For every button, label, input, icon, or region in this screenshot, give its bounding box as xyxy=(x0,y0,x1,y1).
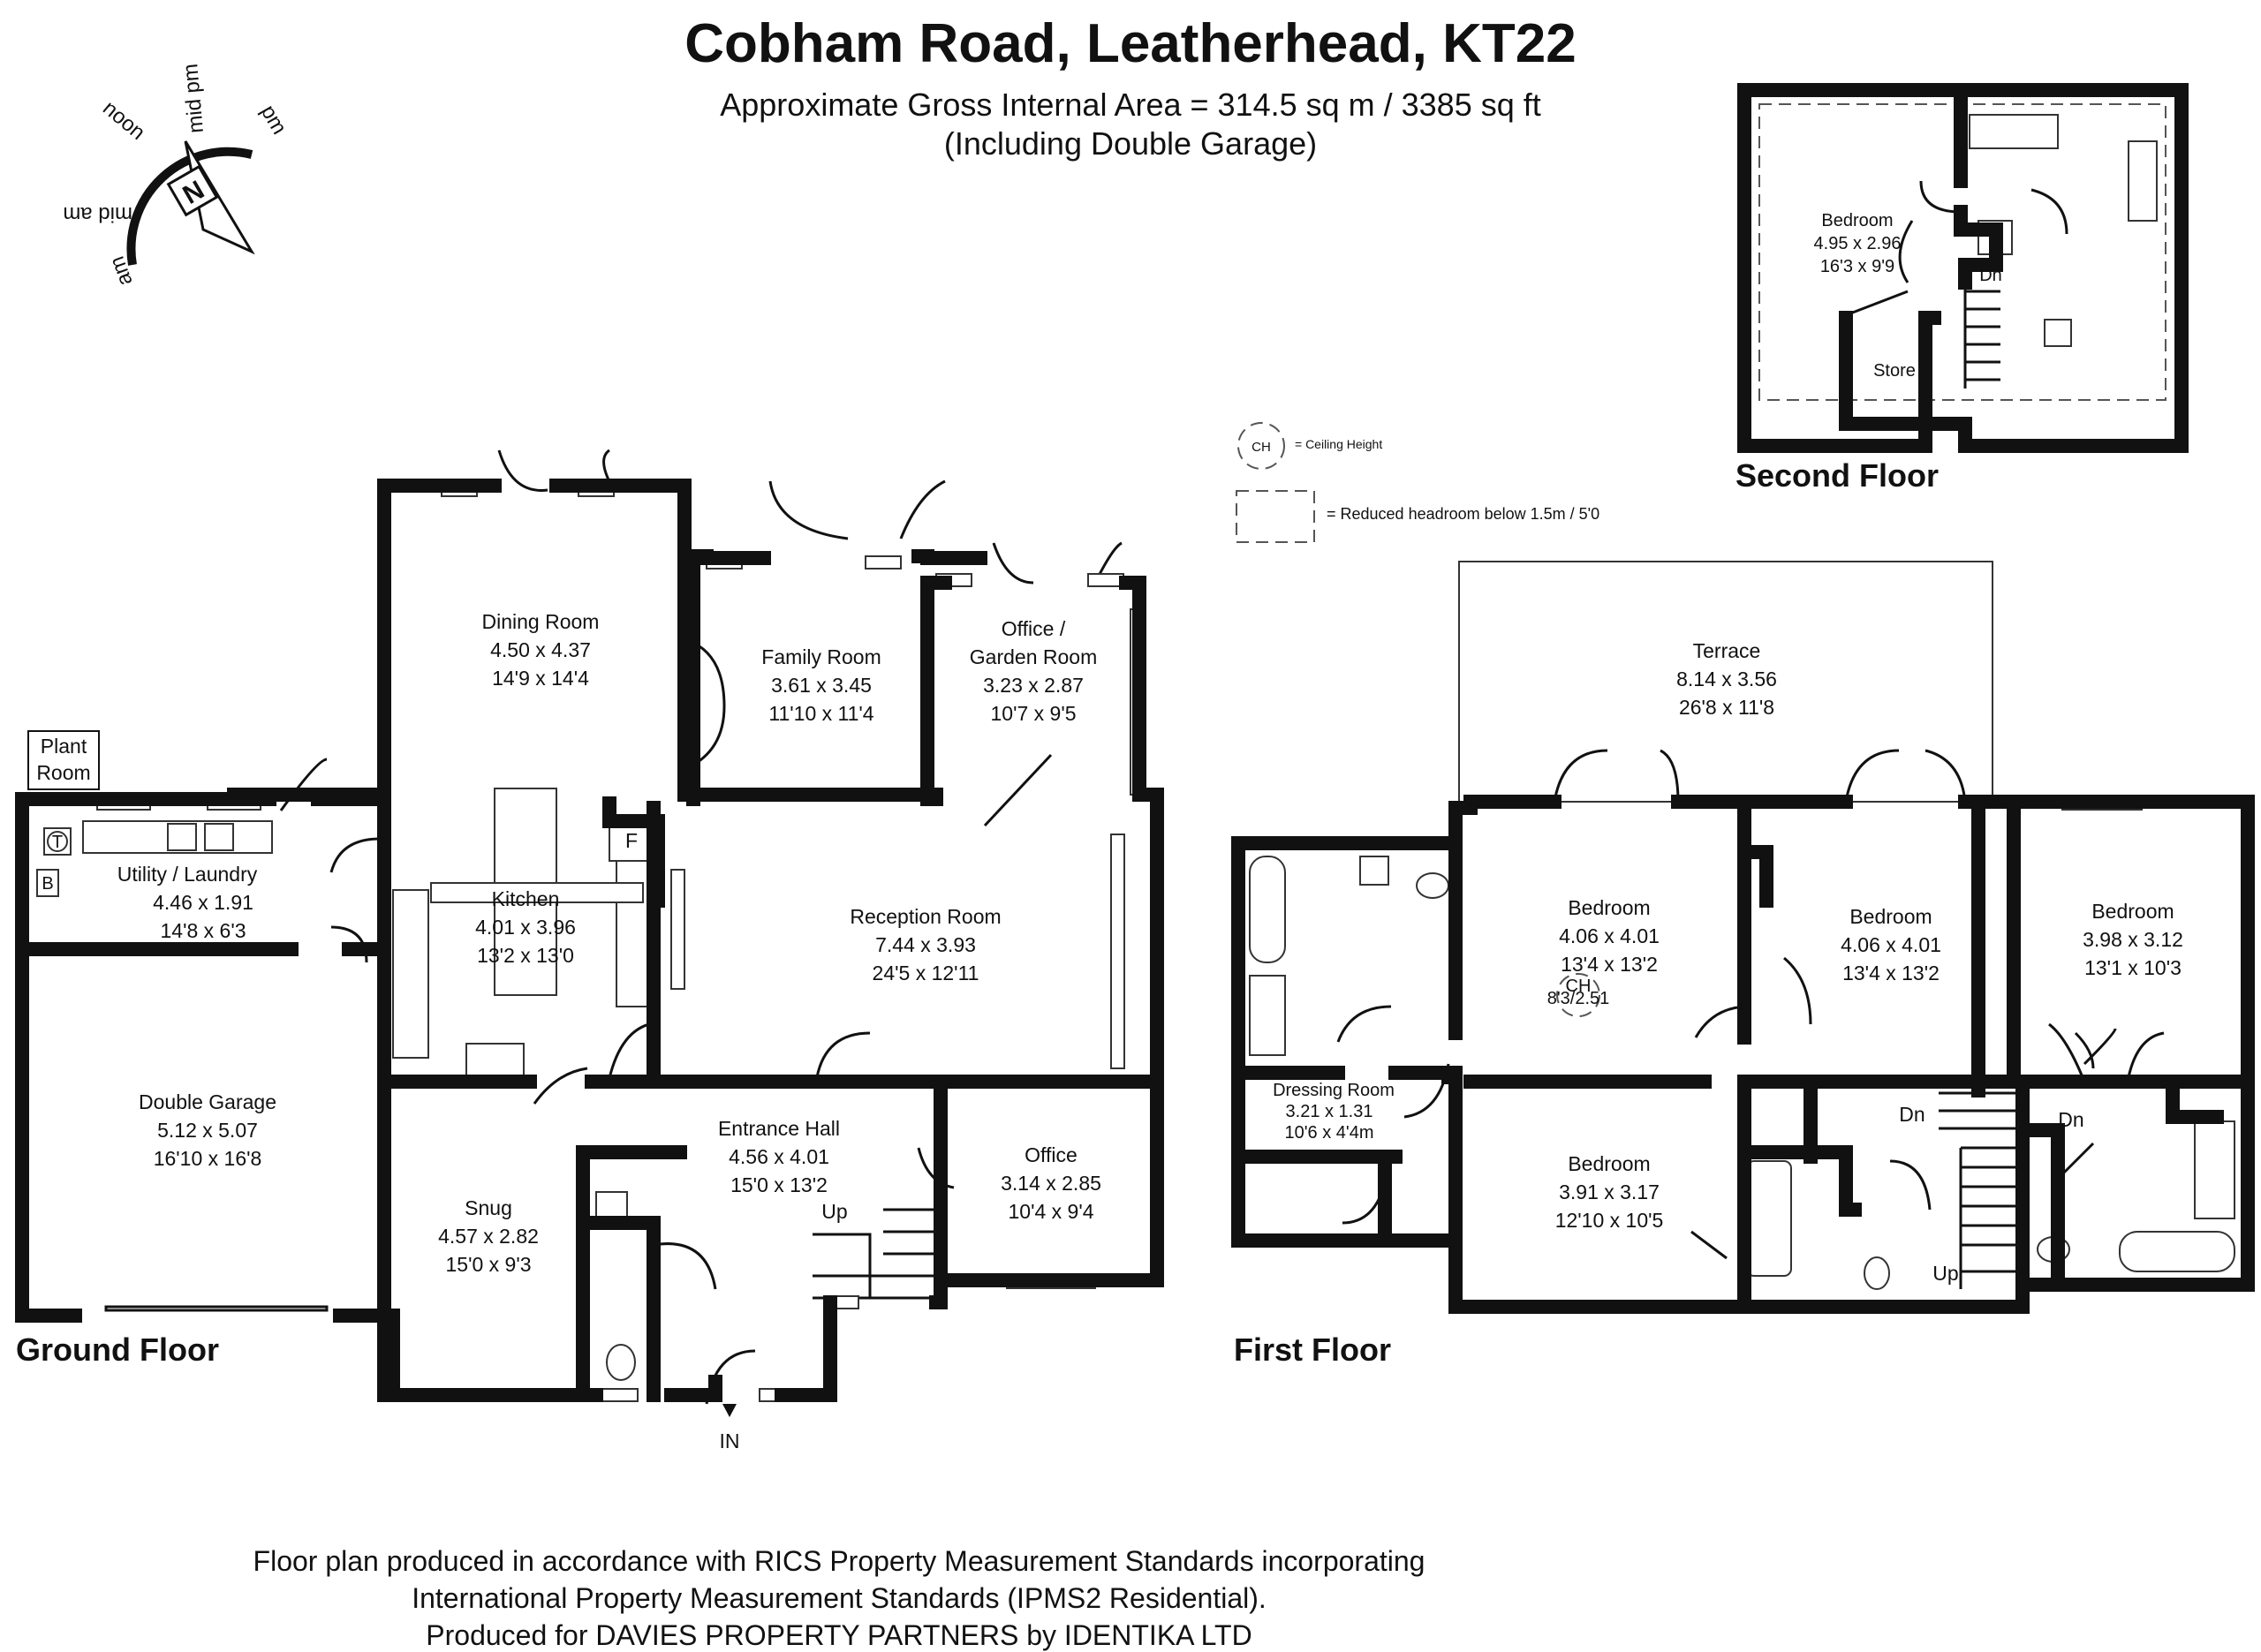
ground-room-labels: Dining Room 4.50 x 4.37 14'9 x 14'4 Fami… xyxy=(27,610,1101,1452)
room-name-dining: Dining Room xyxy=(482,610,600,633)
room-name-bedroom-3: Bedroom xyxy=(2091,900,2174,923)
room-name-utility: Utility / Laundry xyxy=(117,863,258,886)
tank-label: T xyxy=(52,833,63,852)
room-metric-office: 3.14 x 2.85 xyxy=(1001,1172,1101,1195)
room-metric-bedroom-4: 3.91 x 3.17 xyxy=(1559,1181,1660,1203)
room-metric-terrace: 8.14 x 3.56 xyxy=(1676,668,1777,690)
second-room-labels: Bedroom 4.95 x 2.96 16'3 x 9'9 Store Dn xyxy=(1814,211,2002,381)
plan-title: Cobham Road, Leatherhead, KT22 xyxy=(684,13,1577,74)
room-metric-snug: 4.57 x 2.82 xyxy=(438,1225,539,1248)
footer-line-2: International Property Measurement Stand… xyxy=(412,1582,1267,1614)
room-name-dressing: Dressing Room xyxy=(1273,1081,1395,1100)
entrance-label: IN xyxy=(720,1429,740,1452)
room-metric-kitchen: 4.01 x 3.96 xyxy=(475,916,576,939)
ceiling-height-symbol: CH xyxy=(1566,977,1592,996)
room-metric-family: 3.61 x 3.45 xyxy=(771,674,872,697)
room-metric-bedroom-1: 4.06 x 4.01 xyxy=(1559,924,1660,947)
compass-label-mid-am: mid am xyxy=(63,202,132,226)
room-metric-reception: 7.44 x 3.93 xyxy=(875,933,976,956)
room-imperial-entrance: 15'0 x 13'2 xyxy=(730,1173,828,1196)
room-name-office: Office xyxy=(1025,1143,1078,1166)
legend-ceiling-text: = Ceiling Height xyxy=(1295,437,1382,451)
room-name-second-bedroom: Bedroom xyxy=(1821,211,1893,230)
room-name-bedroom-4: Bedroom xyxy=(1568,1152,1650,1175)
room-imperial-garage: 16'10 x 16'8 xyxy=(154,1147,262,1170)
room-metric-dressing: 3.21 x 1.31 xyxy=(1286,1102,1373,1121)
first-floor-plan xyxy=(1231,561,2255,1314)
first-floor-label: First Floor xyxy=(1234,1331,1391,1368)
room-metric-garage: 5.12 x 5.07 xyxy=(157,1119,258,1142)
room-metric-entrance: 4.56 x 4.01 xyxy=(729,1145,829,1168)
ground-floor-label: Ground Floor xyxy=(16,1331,219,1368)
room-name-kitchen: Kitchen xyxy=(492,887,560,910)
room-imperial-bedroom-1: 13'4 x 13'2 xyxy=(1561,953,1658,976)
room-imperial-second-bedroom: 16'3 x 9'9 xyxy=(1820,257,1894,276)
footer-line-3: Produced for DAVIES PROPERTY PARTNERS by… xyxy=(426,1619,1252,1651)
room-metric-office-garden: 3.23 x 2.87 xyxy=(983,674,1084,697)
stairs-up-label: Up xyxy=(821,1200,847,1223)
legend-reduced-text: = Reduced headroom below 1.5m / 5'0 xyxy=(1327,505,1599,523)
room-imperial-terrace: 26'8 x 11'8 xyxy=(1679,696,1774,719)
plant-room-label-2: Room xyxy=(36,761,90,784)
first-room-labels: Terrace 8.14 x 3.56 26'8 x 11'8 Bedroom … xyxy=(1273,639,2183,1285)
room-imperial-dressing: 10'6 x 4'4m xyxy=(1284,1123,1373,1143)
room-imperial-bedroom-2: 13'4 x 13'2 xyxy=(1842,962,1940,984)
room-name-reception: Reception Room xyxy=(850,905,1001,928)
room-name-garage: Double Garage xyxy=(139,1090,276,1113)
room-imperial-office: 10'4 x 9'4 xyxy=(1008,1200,1093,1223)
room-name-entrance: Entrance Hall xyxy=(718,1117,840,1140)
room-imperial-bedroom-3: 13'1 x 10'3 xyxy=(2084,956,2182,979)
second-floor-label: Second Floor xyxy=(1735,457,1940,494)
room-name-office-garden: Office / xyxy=(1002,617,1066,640)
ground-floor-plan xyxy=(15,449,1164,1405)
room-name-store: Store xyxy=(1873,361,1916,381)
room-imperial-kitchen: 13'2 x 13'0 xyxy=(477,944,574,967)
gross-area: Approximate Gross Internal Area = 314.5 … xyxy=(720,87,1541,123)
room-metric-bedroom-2: 4.06 x 4.01 xyxy=(1841,933,1941,956)
stairs-down-label-second: Dn xyxy=(1979,266,2002,285)
room-name-snug: Snug xyxy=(465,1196,512,1219)
second-floor-plan xyxy=(1737,83,2189,453)
footer-line-1: Floor plan produced in accordance with R… xyxy=(253,1545,1425,1577)
compass-label-pm: pm xyxy=(256,102,291,139)
stairs-up-label-first: Up xyxy=(1932,1262,1958,1285)
room-name-terrace: Terrace xyxy=(1693,639,1761,662)
room-imperial-utility: 14'8 x 6'3 xyxy=(160,919,246,942)
stairs-down-label-1: Dn xyxy=(1899,1103,1924,1126)
room-metric-dining: 4.50 x 4.37 xyxy=(490,638,591,661)
plant-room-label: Plant xyxy=(41,735,87,758)
room-name-bedroom-2: Bedroom xyxy=(1849,905,1932,928)
room-imperial-office-garden: 10'7 x 9'5 xyxy=(990,702,1076,725)
room-metric-second-bedroom: 4.95 x 2.96 xyxy=(1814,234,1902,253)
stairs-down-label-2: Dn xyxy=(2058,1108,2083,1131)
fridge-label: F xyxy=(625,829,638,852)
boiler-label: B xyxy=(42,874,53,894)
room-imperial-snug: 15'0 x 9'3 xyxy=(445,1253,531,1276)
compass-label-noon: noon xyxy=(98,96,149,145)
ceiling-height-value: 8'3/2.51 xyxy=(1547,989,1610,1008)
legend: CH = Ceiling Height = Reduced headroom b… xyxy=(1236,422,1599,543)
room-name-family: Family Room xyxy=(761,645,881,668)
room-name-bedroom-1: Bedroom xyxy=(1568,896,1650,919)
room-imperial-dining: 14'9 x 14'4 xyxy=(492,667,589,690)
compass-rose: N mid pm noon pm mid am am xyxy=(63,63,291,289)
room-imperial-family: 11'10 x 11'4 xyxy=(768,702,873,725)
compass-label-mid-pm: mid pm xyxy=(178,63,208,134)
room-name2-office-garden: Garden Room xyxy=(970,645,1097,668)
gross-area-note: (Including Double Garage) xyxy=(943,125,1318,162)
legend-ch-symbol: CH xyxy=(1251,440,1271,455)
room-imperial-reception: 24'5 x 12'11 xyxy=(873,962,979,984)
room-metric-bedroom-3: 3.98 x 3.12 xyxy=(2083,928,2183,951)
room-metric-utility: 4.46 x 1.91 xyxy=(153,891,253,914)
room-imperial-bedroom-4: 12'10 x 10'5 xyxy=(1555,1209,1664,1232)
